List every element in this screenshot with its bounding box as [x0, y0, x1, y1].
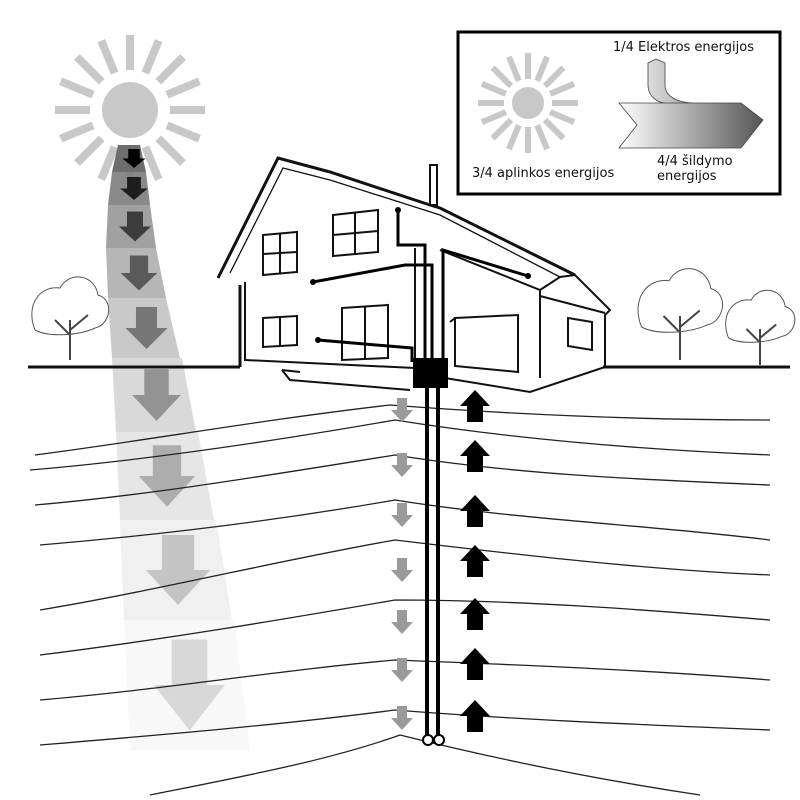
sun-ray — [74, 135, 105, 166]
arrow-up-icon — [460, 390, 490, 422]
sun-ray — [549, 109, 576, 125]
arrow-down-icon — [391, 558, 413, 582]
ground-layers — [29, 404, 771, 796]
ground-probe — [422, 388, 445, 746]
arrow-up-icon — [460, 598, 490, 630]
legend-electric-label: 1/4 Elektros energijos — [613, 40, 754, 55]
arrow-down-icon — [132, 369, 181, 421]
arrow-up-icon — [460, 545, 490, 577]
sun-ray — [490, 65, 514, 89]
sun-ray — [549, 81, 576, 97]
sun-ray — [534, 124, 550, 151]
arrow-up-icon — [460, 648, 490, 680]
legend-heating-label-1: 4/4 šildymo — [657, 154, 733, 169]
arrow-down-icon — [391, 610, 413, 634]
sun-beam — [106, 145, 250, 750]
sun-ray — [97, 145, 119, 181]
sun-ray — [59, 121, 95, 143]
sun-ray — [506, 124, 522, 151]
legend-ambient-label: 3/4 aplinkos energijos — [472, 166, 615, 181]
tree-icon — [725, 289, 796, 365]
sun-disc — [102, 82, 158, 138]
arrow-down-icon — [391, 453, 413, 477]
sun-ray — [74, 54, 105, 85]
house-icon — [216, 156, 612, 394]
arrow-down-icon — [120, 255, 158, 291]
arrow-down-icon — [391, 706, 413, 730]
arrow-down-icon — [391, 503, 413, 527]
arrow-down-icon — [122, 149, 146, 168]
arrow-down-icon — [391, 398, 413, 422]
sun-ray — [165, 121, 201, 143]
sun-ray — [480, 109, 507, 125]
radiator-points — [310, 207, 531, 343]
tree-icon — [31, 276, 109, 360]
heat-pump-icon — [413, 358, 448, 388]
arrow-down-icon — [120, 176, 148, 201]
sun-disc — [512, 87, 544, 119]
sun-ray — [155, 54, 186, 85]
sun-ray — [59, 77, 95, 99]
energy-flow-arrow — [618, 58, 764, 149]
arrow-down-icon — [119, 211, 151, 242]
sun-ray — [165, 77, 201, 99]
sun-ray — [141, 39, 163, 75]
sun-ray — [542, 65, 566, 89]
sun-ray — [155, 135, 186, 166]
sun-ray — [534, 55, 550, 82]
arrow-down-icon — [125, 307, 168, 349]
ambient-sun-icon — [478, 53, 578, 153]
tree-icon — [637, 268, 724, 360]
arrow-down-icon — [153, 639, 226, 731]
sun-ray — [542, 117, 566, 141]
arrow-up-icon — [460, 440, 490, 472]
arrow-up-icon — [460, 700, 490, 732]
heating-circuit — [312, 210, 529, 362]
legend-heating-label-2: energijos — [657, 169, 717, 184]
sun-ray — [141, 145, 163, 181]
sun-ray — [480, 81, 507, 97]
sun-beam-segment — [124, 620, 250, 750]
arrow-down-icon — [391, 658, 413, 682]
sun-beam-segment — [120, 520, 232, 620]
sun-ray — [490, 117, 514, 141]
sun-icon — [55, 35, 205, 185]
sun-ray — [506, 55, 522, 82]
sun-ray — [97, 39, 119, 75]
arrow-up-icon — [460, 495, 490, 527]
